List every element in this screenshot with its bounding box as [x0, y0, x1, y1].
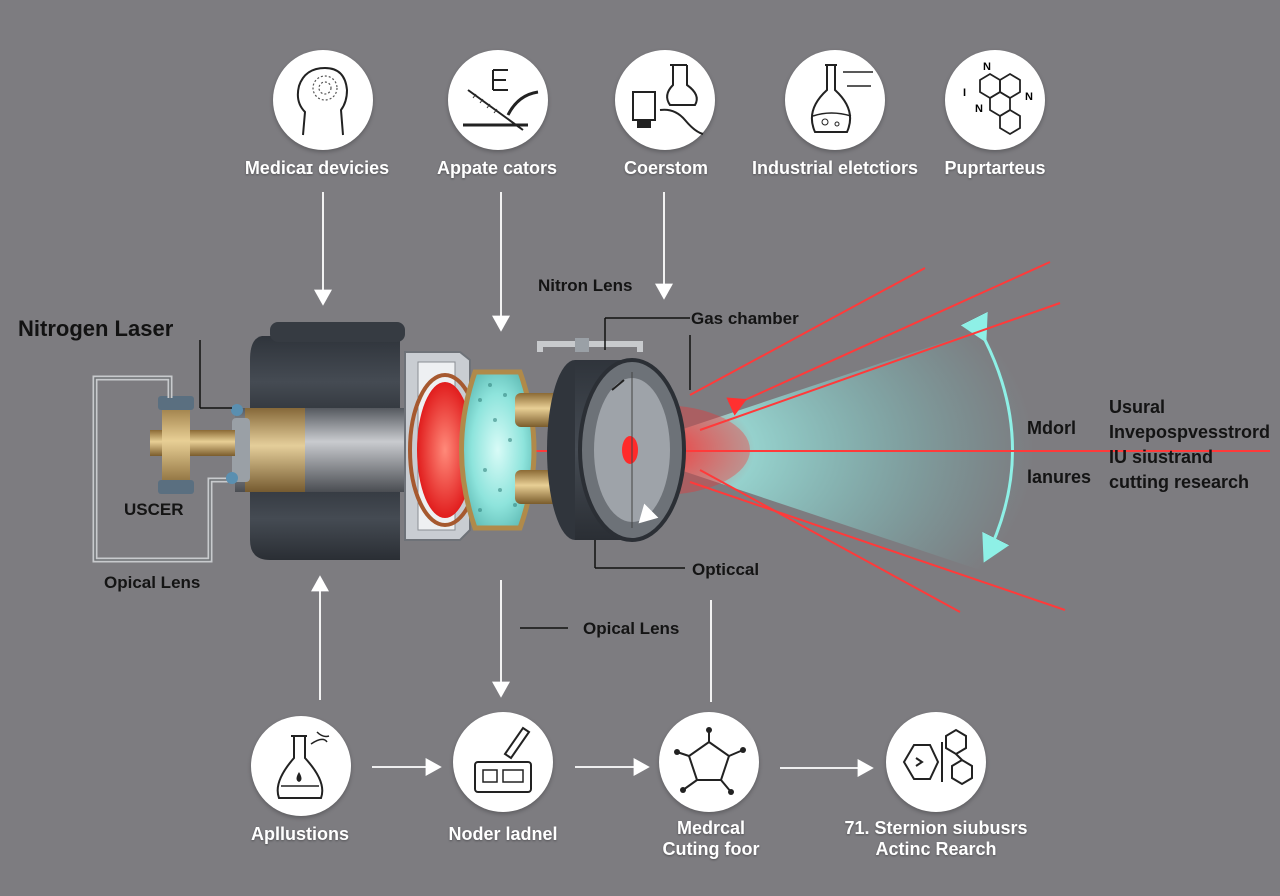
hexagon-molecule-icon	[886, 712, 986, 812]
callout-lines	[199, 317, 691, 629]
side-line-4: cutting research	[1109, 472, 1250, 492]
top-label-purpose: Puprtarteus	[944, 158, 1046, 178]
label-opticcal: Opticcal	[692, 560, 760, 579]
label-opical-lens-left: Opical Lens	[104, 573, 201, 592]
bottom-label-noder-ladnel: Noder ladnel	[448, 824, 558, 844]
label-uscer: USCER	[124, 500, 184, 519]
bottom-label-research: 71. Sternion siubusrs Actinc Rearch	[844, 818, 1028, 859]
pentagon-molecule-icon	[659, 712, 759, 812]
hand-device-icon	[615, 50, 715, 150]
svg-text:I: I	[963, 87, 966, 99]
left-housing-bottom	[250, 478, 400, 560]
brain-head-icon	[273, 50, 373, 150]
flow-arrows	[311, 192, 874, 777]
svg-text:N: N	[983, 61, 991, 73]
svg-text:N: N	[1025, 91, 1033, 103]
flask-icon	[785, 50, 885, 150]
left-housing-top	[250, 336, 400, 428]
side-line-2: Invepospvesstrord	[1109, 422, 1271, 442]
top-label-industrial: Industrial eletctiors	[751, 158, 919, 178]
side-text-block: Usural Invepospvesstrord IU siustrand cu…	[1109, 395, 1270, 495]
top-label-medical-devices: Medicaɪ devicies	[244, 158, 390, 178]
beaker-icon	[251, 716, 351, 816]
label-opical-lens-bottom: Opical Lens	[583, 619, 680, 638]
diagram-title: Nitrogen Laser	[18, 316, 174, 341]
label-gas-chamber: Gas chamber	[691, 309, 799, 328]
top-label-custom: Coerstom	[623, 158, 709, 178]
bottom-label-applications: Apllustions	[251, 824, 349, 844]
cutter-device-icon	[453, 712, 553, 812]
label-lanures: lanures	[1027, 467, 1092, 487]
label-nitron-lens: Nitron Lens	[538, 276, 633, 295]
caliper-icon	[448, 50, 548, 150]
svg-text:N: N	[975, 103, 983, 115]
bottom-label-medical-cutting: Medrcal Cuting foor	[662, 818, 760, 859]
side-line-3: IU siustrand	[1109, 447, 1214, 467]
side-line-1: Usural	[1109, 397, 1166, 417]
top-label-applicators: Appate cators	[436, 158, 558, 178]
excitation-core	[417, 382, 473, 518]
label-mdorl: Mdorl	[1027, 418, 1076, 438]
